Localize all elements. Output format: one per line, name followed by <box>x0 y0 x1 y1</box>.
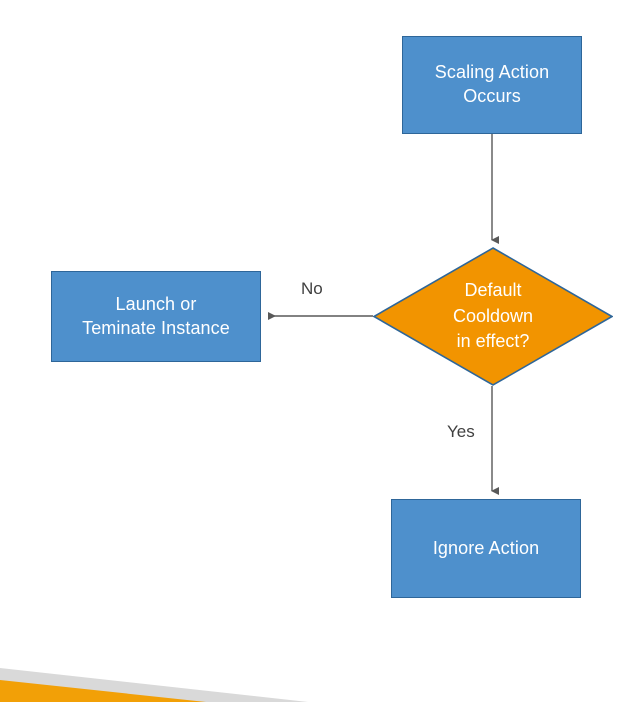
footer-decoration <box>0 668 308 702</box>
decision-diamond-shape <box>373 247 613 386</box>
node-ignore-action[interactable]: Ignore Action <box>391 499 581 598</box>
node-launch-terminate-instance[interactable]: Launch or Teminate Instance <box>51 271 261 362</box>
edge-label-no: No <box>301 279 323 298</box>
footer-orange-wedge <box>0 680 206 702</box>
node-default-cooldown[interactable]: Default Cooldown in effect? <box>373 247 613 386</box>
edge-label-yes: Yes <box>447 422 475 441</box>
node-scaling-action[interactable]: Scaling Action Occurs <box>402 36 582 134</box>
